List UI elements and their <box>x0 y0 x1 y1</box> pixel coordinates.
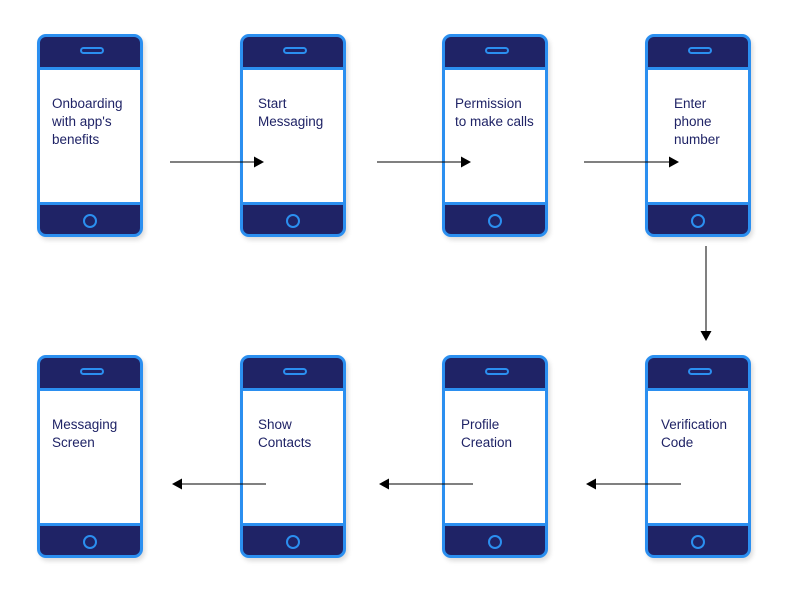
arrow-7-to-8 <box>172 478 266 490</box>
speaker-icon <box>283 368 307 375</box>
arrow-3-to-4 <box>584 156 679 168</box>
home-button-icon <box>83 214 97 228</box>
phone-screen: Enter phone number <box>648 67 748 205</box>
phone-screen: Permission to make calls <box>445 67 545 205</box>
step-label: Show Contacts <box>258 417 312 450</box>
speaker-icon <box>283 47 307 54</box>
step-label: Profile Creation <box>461 417 513 450</box>
home-button-icon <box>286 535 300 549</box>
speaker-icon <box>80 47 104 54</box>
arrow-1-to-2 <box>170 156 264 168</box>
speaker-icon <box>688 368 712 375</box>
speaker-icon <box>485 368 509 375</box>
phone-screen: Start Messaging <box>243 67 343 205</box>
phone-step-4: Enter phone number <box>645 34 751 237</box>
speaker-icon <box>688 47 712 54</box>
phone-step-3: Permission to make calls <box>442 34 548 237</box>
home-button-icon <box>488 214 502 228</box>
phone-step-2: Start Messaging <box>240 34 346 237</box>
arrow-5-to-6 <box>586 478 681 490</box>
phone-screen: Profile Creation <box>445 388 545 526</box>
phone-step-1: Onboarding with app's benefits <box>37 34 143 237</box>
home-button-icon <box>83 535 97 549</box>
phone-screen: Onboarding with app's benefits <box>40 67 140 205</box>
phone-step-7: Show Contacts <box>240 355 346 558</box>
step-label: Permission to make calls <box>455 96 534 129</box>
phone-step-5: Verification Code <box>645 355 751 558</box>
home-button-icon <box>691 535 705 549</box>
phone-screen: Messaging Screen <box>40 388 140 526</box>
phone-screen: Verification Code <box>648 388 748 526</box>
step-label: Messaging Screen <box>52 417 118 450</box>
home-button-icon <box>488 535 502 549</box>
arrow-2-to-3 <box>377 156 471 168</box>
arrow-4-to-5 <box>700 246 712 341</box>
phone-step-6: Profile Creation <box>442 355 548 558</box>
phone-screen: Show Contacts <box>243 388 343 526</box>
step-label: Start Messaging <box>258 96 324 129</box>
home-button-icon <box>691 214 705 228</box>
step-label: Verification Code <box>661 417 728 450</box>
arrow-6-to-7 <box>379 478 473 490</box>
step-label: Onboarding with app's benefits <box>52 96 123 147</box>
step-label: Enter phone number <box>674 96 720 147</box>
home-button-icon <box>286 214 300 228</box>
speaker-icon <box>80 368 104 375</box>
speaker-icon <box>485 47 509 54</box>
phone-step-8: Messaging Screen <box>37 355 143 558</box>
